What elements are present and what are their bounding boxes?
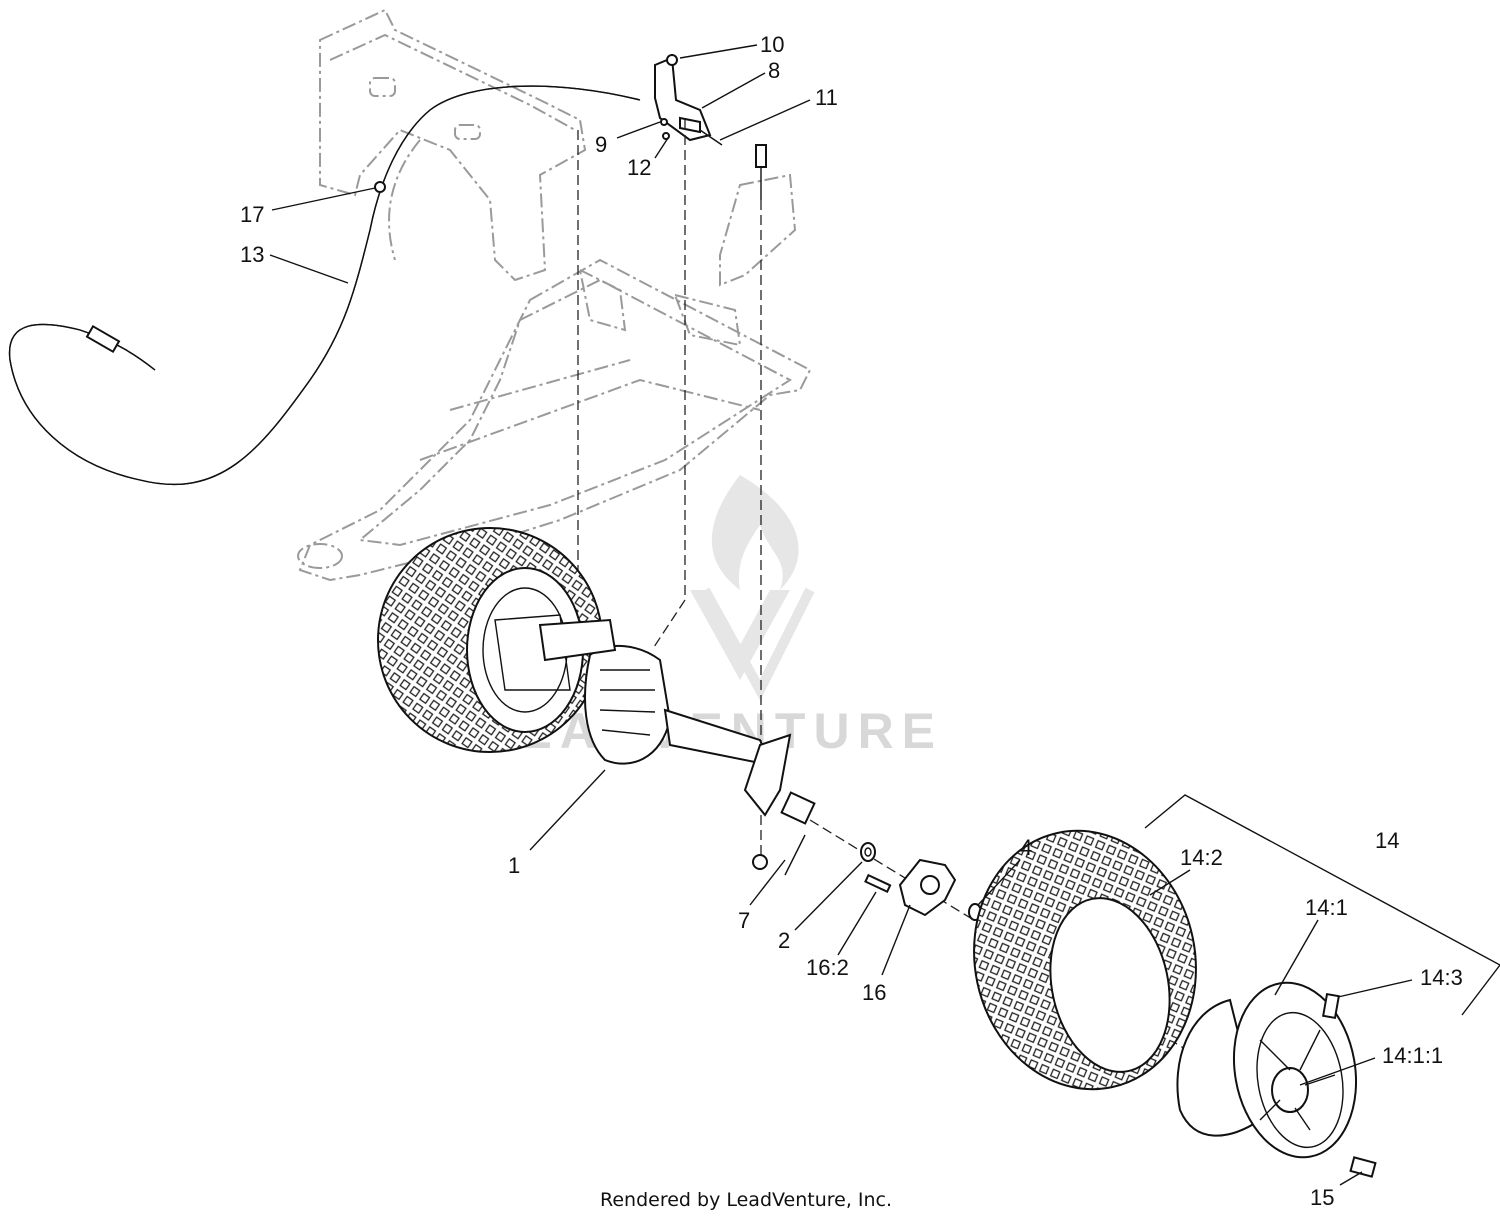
footer-credit: Rendered by LeadVenture, Inc.	[600, 1189, 892, 1211]
control-cable	[8, 85, 641, 486]
callout-14-1-1: 14:1:1	[1382, 1043, 1443, 1068]
callout-10: 10	[760, 32, 784, 57]
control-bracket-assembly	[654, 54, 723, 146]
callout-14: 14	[1375, 828, 1399, 853]
long-bolt	[755, 144, 767, 200]
callout-14-2: 14:2	[1180, 845, 1223, 870]
right-tire	[973, 829, 1197, 1091]
callout-12: 12	[627, 155, 651, 180]
callout-7: 7	[738, 908, 750, 933]
hub-hardware	[784, 834, 982, 921]
transaxle	[538, 618, 816, 870]
leader-lines	[269, 44, 1413, 1186]
callout-14-3: 14:3	[1420, 965, 1463, 990]
callout-17: 17	[240, 202, 264, 227]
assembly-bracket-14	[1144, 794, 1500, 1016]
callout-16-2: 16:2	[806, 955, 849, 980]
frame-upright-ghost	[319, 8, 587, 282]
callout-2: 2	[778, 928, 790, 953]
callout-15: 15	[1310, 1185, 1334, 1210]
callout-13: 13	[240, 242, 264, 267]
callout-labels: 10 8 11 9 12 17 13 1 7 2 16:2 16 4 14:2 …	[240, 32, 1463, 1210]
rim	[1176, 981, 1377, 1178]
callout-4: 4	[1020, 835, 1032, 860]
callout-14-1: 14:1	[1305, 895, 1348, 920]
callout-8: 8	[768, 58, 780, 83]
left-wheel	[377, 527, 603, 753]
callout-1: 1	[508, 853, 520, 878]
callout-9: 9	[595, 132, 607, 157]
callout-11: 11	[815, 85, 838, 110]
callout-16: 16	[862, 980, 886, 1005]
